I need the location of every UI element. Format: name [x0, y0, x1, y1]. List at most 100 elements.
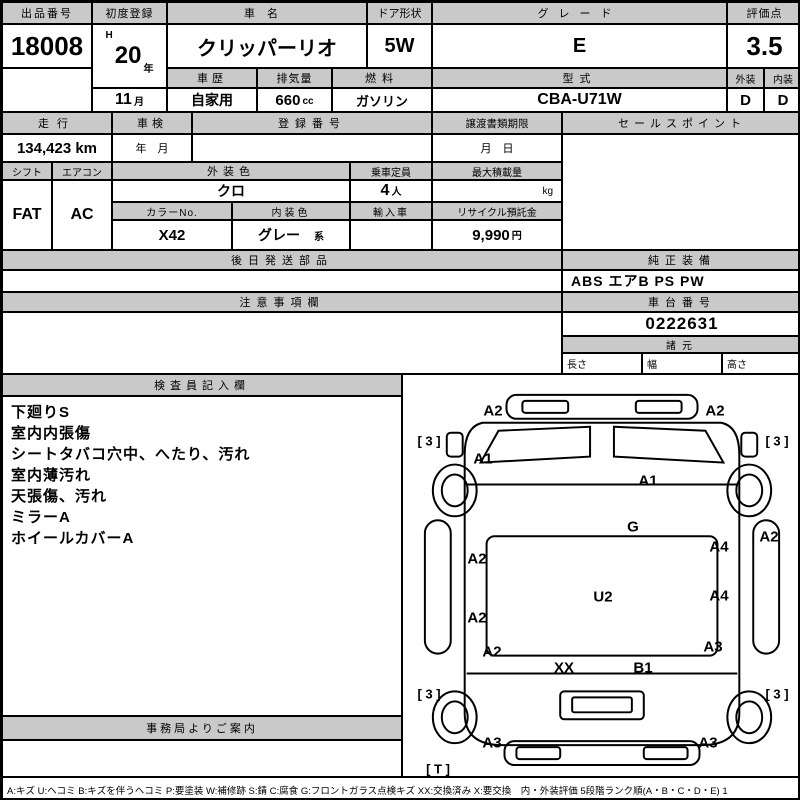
transfer-deadline-header: 譲渡書類期限	[432, 112, 562, 134]
damage-code: U2	[593, 588, 613, 606]
body-outline	[463, 421, 741, 747]
caution-notes-area	[2, 312, 562, 374]
front-bumper	[505, 393, 699, 420]
fuel-header: 燃料	[332, 68, 432, 88]
first-registration-month-cell: 11 月	[92, 88, 167, 112]
car-top-view-outline	[423, 393, 781, 767]
rear-right-wheel	[726, 690, 773, 745]
license-plate	[571, 696, 633, 714]
recycle-deposit-unit: 円	[511, 231, 522, 242]
auction-number-blank-cell	[2, 68, 92, 112]
month-suffix: 月	[133, 97, 144, 108]
damage-code: A3	[703, 638, 723, 656]
damage-code: A2	[759, 528, 779, 546]
spec-width-cell: 幅	[642, 353, 722, 374]
capacity-value: 4	[380, 182, 390, 199]
exterior-rating-header: 外装	[727, 68, 764, 88]
registration-number-value	[192, 134, 432, 162]
fuel-value: ガソリン	[332, 88, 432, 112]
right-mirror	[740, 431, 759, 458]
year-suffix: 年	[143, 64, 154, 75]
recycle-deposit-value: 9,990	[472, 226, 510, 244]
mileage-header: 走行	[2, 112, 112, 134]
shaken-header: 車検	[112, 112, 192, 134]
exterior-color-value: クロ	[112, 180, 350, 202]
era-code: H	[105, 30, 113, 41]
windshield-left	[478, 425, 592, 464]
grade-header: グレード	[432, 2, 727, 24]
score-header: 評価点	[727, 2, 798, 24]
capacity-header: 乗車定員	[350, 162, 432, 180]
damage-code: A3	[482, 734, 502, 752]
first-registration-year-cell: H 20 年	[92, 24, 167, 88]
inspector-note-line: 室内内張傷	[11, 425, 92, 442]
front-right-wheel	[726, 463, 773, 518]
car-name-header: 車名	[167, 2, 367, 24]
damage-code: A4	[709, 587, 729, 605]
windshield-right	[612, 425, 726, 464]
right-side-rail	[752, 519, 781, 655]
color-number-value: X42	[112, 220, 232, 250]
damage-code: B1	[633, 659, 653, 677]
sales-point-header: セールスポイント	[562, 112, 798, 134]
inspector-note-line: 天張傷、汚れ	[11, 488, 108, 505]
factory-equipment-value: ABS エアB PS PW	[562, 270, 798, 292]
registration-month: 11	[115, 91, 132, 108]
sales-point-area	[562, 134, 798, 250]
aircon-value: AC	[52, 180, 112, 250]
later-shipped-parts-header: 後日発送部品	[2, 250, 562, 270]
history-header: 車歴	[167, 68, 257, 88]
inspector-note-line: ホイールカバーA	[11, 530, 135, 547]
damage-code: A4	[709, 538, 729, 556]
tailgate	[559, 690, 645, 721]
tire-depth-label: [ 3 ]	[765, 433, 789, 449]
capacity-value-cell: 4 人	[350, 180, 432, 202]
chassis-number-header: 車台番号	[562, 292, 798, 312]
damage-code: A2	[705, 402, 725, 420]
exterior-rating-value: D	[727, 88, 764, 112]
damage-code: A1	[473, 450, 493, 468]
inspector-note-line: ミラーA	[11, 509, 71, 526]
registration-number-header: 登録番号	[192, 112, 432, 134]
capacity-unit: 人	[391, 187, 402, 198]
damage-code: A2	[483, 402, 503, 420]
max-load-header: 最大積載量	[432, 162, 562, 180]
inspector-note-line: 室内薄汚れ	[11, 467, 92, 484]
spec-length-cell: 長さ	[562, 353, 642, 374]
auction-number-header: 出品番号	[2, 2, 92, 24]
damage-code: G	[627, 518, 639, 536]
exterior-color-header: 外装色	[112, 162, 350, 180]
model-code-value: CBA-U71W	[432, 88, 727, 112]
damage-code-legend: A:キズ U:ヘコミ B:キズを伴うヘコミ P:要塗装 W:補修跡 S:錆 C:…	[2, 777, 798, 798]
factory-equipment-header: 純正装備	[562, 250, 798, 270]
damage-code: XX	[553, 659, 575, 677]
score-value: 3.5	[727, 24, 798, 68]
history-value: 自家用	[167, 88, 257, 112]
grade-value: E	[432, 24, 727, 68]
import-car-value	[350, 220, 432, 250]
damage-code: A2	[467, 609, 487, 627]
mileage-value: 134,423 km	[2, 134, 112, 162]
transfer-deadline-value: 月 日	[432, 134, 562, 162]
specs-header: 諸元	[562, 336, 798, 353]
door-shape-value: 5W	[367, 24, 432, 68]
shift-value: FAT	[2, 180, 52, 250]
shaken-value: 年 月	[112, 134, 192, 162]
max-load-value: kg	[432, 180, 562, 202]
left-side-rail	[423, 519, 452, 655]
caution-notes-header: 注意事項欄	[2, 292, 562, 312]
inspector-notes-header: 検査員記入欄	[2, 374, 402, 396]
damage-code: A2	[467, 550, 487, 568]
displacement-value: 660	[275, 91, 301, 109]
model-code-header: 型式	[432, 68, 727, 88]
interior-color-suffix: 系	[314, 232, 324, 243]
tire-depth-label: [ 3 ]	[417, 433, 441, 449]
interior-color-value: グレー	[258, 227, 300, 243]
interior-color-value-cell: グレー 系	[232, 220, 350, 250]
tire-depth-label: [ 3 ]	[417, 686, 441, 702]
inspector-note-line: シートタバコ穴中、へたり、汚れ	[11, 446, 251, 463]
spec-height-cell: 高さ	[722, 353, 798, 374]
